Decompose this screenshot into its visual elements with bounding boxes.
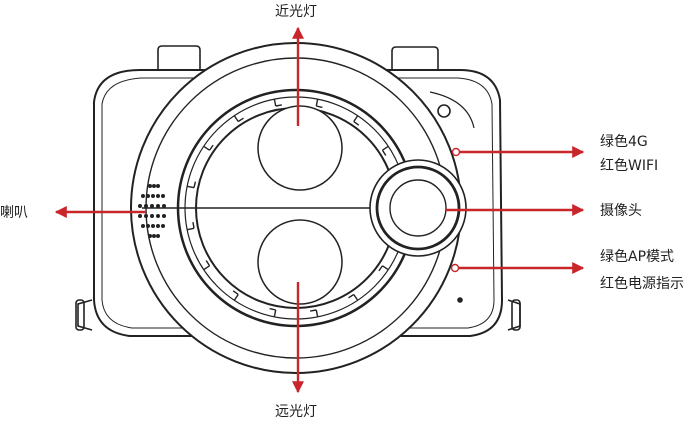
ring-notch — [353, 294, 359, 301]
high-beam-lamp — [257, 219, 343, 305]
ring-notch-hook — [237, 117, 244, 123]
speaker-hole — [156, 204, 160, 208]
ring-notch-hook — [205, 260, 211, 267]
ring-notch-hook — [381, 149, 387, 156]
ring-notch-hook — [208, 144, 214, 151]
ring-notch — [315, 98, 319, 107]
speaker-hole — [146, 194, 150, 198]
speaker-hole — [148, 184, 152, 188]
speaker-hole — [151, 224, 155, 228]
speaker-hole — [156, 184, 160, 188]
speaker-hole — [138, 214, 142, 218]
label-speaker: 喇叭 — [0, 205, 28, 221]
ring-notch — [382, 265, 389, 271]
led-top-dot — [451, 147, 461, 157]
label-high-beam: 远光灯 — [275, 404, 317, 420]
speaker-hole — [156, 214, 160, 218]
label-low-beam: 近光灯 — [275, 4, 317, 20]
ring-notch — [353, 115, 359, 122]
top-bump-left — [157, 45, 201, 70]
speaker-hole — [156, 224, 160, 228]
speaker-hole — [141, 224, 145, 228]
ring-notch — [203, 265, 210, 271]
ring-notch-hook — [378, 265, 384, 272]
label-led-top-1: 绿色4G — [600, 133, 648, 150]
ring-notch — [233, 115, 239, 122]
speaker-grill — [138, 184, 166, 238]
speaker-hole — [156, 234, 160, 238]
ring-notch-hook — [310, 309, 317, 312]
ring-notch-hook — [192, 222, 195, 229]
ring-notch-hook — [275, 104, 282, 107]
ring-notch — [382, 145, 389, 151]
speaker-hole — [144, 214, 148, 218]
speaker-hole — [151, 194, 155, 198]
speaker-hole — [161, 194, 165, 198]
callout-arrows — [54, 26, 585, 394]
ring-notch-hook — [193, 181, 197, 188]
ring-notch — [315, 309, 319, 318]
left-foot — [77, 299, 93, 331]
led-bottom-dot — [450, 263, 460, 273]
label-led-bottom-2: 红色电源指示 — [600, 275, 684, 292]
ring-notch — [273, 309, 277, 318]
speaker-hole — [161, 224, 165, 228]
top-bump-right — [391, 46, 439, 70]
ring-notch — [233, 294, 239, 301]
ring-notch-hook — [348, 293, 355, 299]
ring-notch-hook — [316, 105, 323, 109]
speaker-hole — [162, 204, 166, 208]
speaker-hole — [152, 234, 156, 238]
small-dot — [457, 297, 463, 303]
speaker-hole — [138, 204, 142, 208]
ring-notch — [203, 145, 210, 151]
ring-notch-hook — [353, 120, 360, 126]
speaker-hole — [152, 184, 156, 188]
speaker-hole — [156, 194, 160, 198]
speaker-hole — [146, 224, 150, 228]
speaker-hole — [150, 204, 154, 208]
camera — [369, 159, 467, 257]
sensor-circle — [437, 104, 451, 118]
right-foot — [507, 299, 521, 331]
ring-notches — [186, 98, 406, 318]
headlights — [257, 105, 343, 305]
low-beam-lamp — [257, 105, 343, 191]
speaker-hole — [162, 214, 166, 218]
ring-notch — [186, 185, 195, 189]
label-led-bottom-1: 绿色AP模式 — [600, 248, 674, 265]
speaker-hole — [148, 234, 152, 238]
ring-notch-hook — [232, 290, 239, 296]
label-camera: 摄像头 — [600, 203, 642, 219]
ring-notch — [273, 98, 277, 107]
speaker-hole — [141, 194, 145, 198]
speaker-hole — [150, 214, 154, 218]
ring-notch-hook — [269, 307, 276, 311]
label-led-top-2: 红色WIFI — [600, 157, 658, 174]
speaker-hole — [144, 204, 148, 208]
ring-notch — [186, 227, 195, 231]
